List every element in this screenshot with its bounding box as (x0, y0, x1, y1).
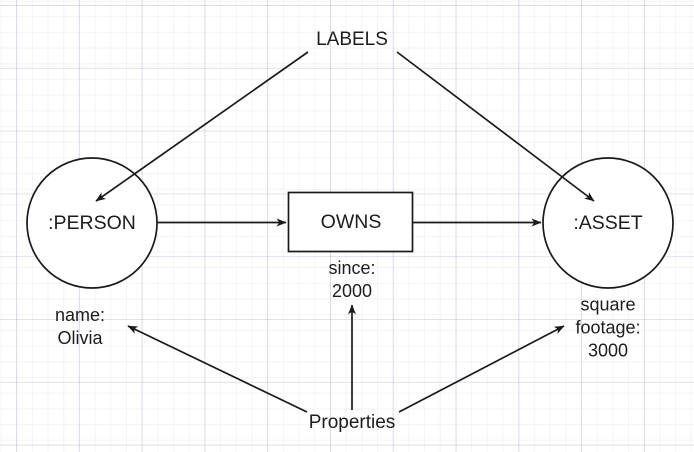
node-asset-label: :ASSET (573, 212, 643, 234)
edge-labels-to-asset (396, 51, 595, 202)
property-owns: since: 2000 (328, 258, 376, 301)
edge-labels-to-person (95, 51, 309, 202)
edge-properties-to-asset-property (398, 325, 565, 413)
node-person-label: :PERSON (48, 212, 136, 234)
property-person: name: Olivia (54, 305, 106, 348)
edge-properties-to-person-property (127, 325, 308, 413)
node-owns-shape[interactable] (287, 191, 414, 253)
labels-annotation: LABELS (316, 29, 388, 50)
property-asset: square footage: 3000 (575, 294, 641, 361)
node-owns-label: OWNS (320, 211, 382, 233)
properties-annotation: Properties (308, 412, 396, 433)
node-asset-shape[interactable] (542, 157, 674, 289)
